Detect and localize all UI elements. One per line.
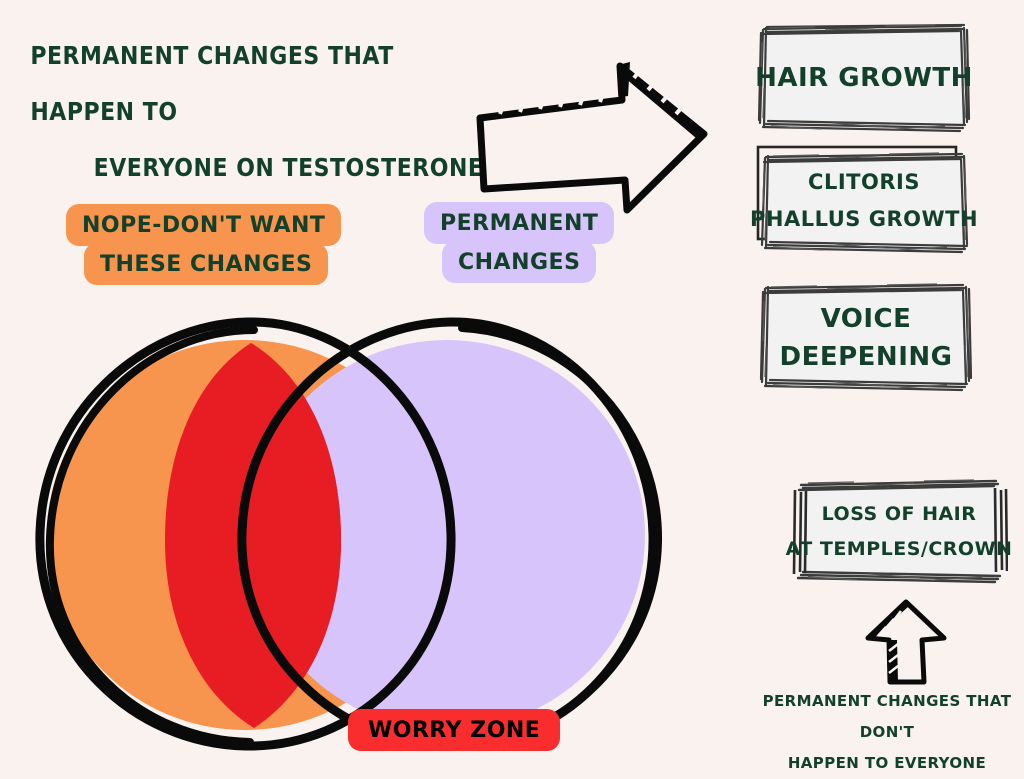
sketchy-frame [759, 283, 973, 392]
venn-intersection-fill-extra [192, 343, 342, 728]
venn-circle-left-outline [35, 317, 456, 751]
arrow-right-icon [476, 62, 708, 214]
info-box-voice-deepening: VOICE DEEPENING [757, 282, 975, 394]
bottom-caption: PERMANENT CHANGES THAT DON'T HAPPEN TO E… [744, 686, 1024, 779]
venn-circle-right-outline-2 [458, 324, 663, 748]
venn-diagram [35, 317, 663, 751]
venn-left-label-line-1: NOPE-DON'T WANT [66, 204, 342, 246]
venn-circle-left-outline-2 [45, 326, 258, 746]
page-title-line-1: PERMANENT CHANGES THAT HAPPEN TO [30, 41, 394, 126]
venn-right-label-line-2: CHANGES [442, 241, 597, 283]
arrow-up-icon [865, 599, 947, 685]
info-box-hair-growth: HAIR GROWTH [755, 22, 973, 134]
sketchy-frame [792, 479, 1008, 584]
sketchy-frame [756, 145, 969, 254]
bottom-caption-line-1: PERMANENT CHANGES THAT DON'T [762, 692, 1012, 741]
venn-right-label-line-1: PERMANENT [424, 202, 615, 244]
info-box-clitoris-phallus-growth: CLITORIS PHALLUS GROWTH [750, 145, 978, 257]
worry-zone-label: WORRY ZONE [348, 709, 561, 751]
venn-left-label-line-2: THESE CHANGES [84, 243, 329, 285]
venn-right-label: PERMANENT CHANGES [416, 202, 615, 283]
bottom-caption-line-2: HAPPEN TO EVERYONE [787, 754, 987, 772]
info-box-loss-of-hair: LOSS OF HAIR AT TEMPLES/CROWN [786, 478, 1012, 586]
venn-left-label: NOPE-DON'T WANT THESE CHANGES [66, 204, 342, 285]
page-title-line-2: EVERYONE ON TESTOSTERONE [93, 153, 484, 182]
sketchy-frame [757, 23, 971, 133]
page-title: PERMANENT CHANGES THAT HAPPEN TO EVERYON… [18, 28, 493, 196]
